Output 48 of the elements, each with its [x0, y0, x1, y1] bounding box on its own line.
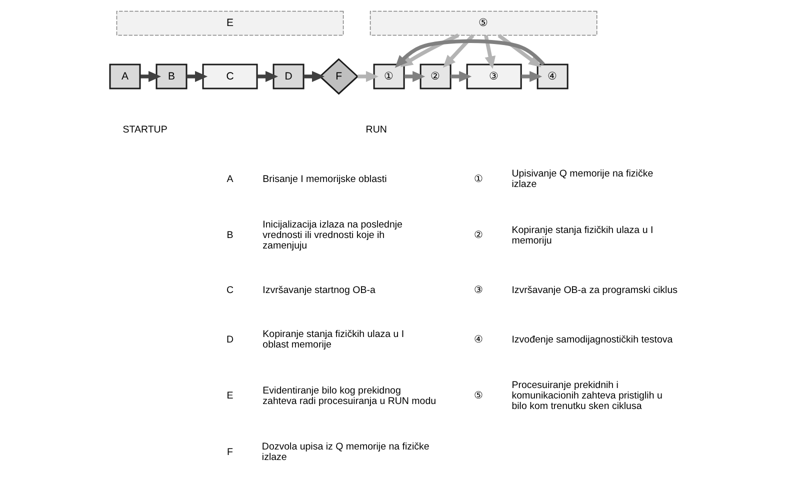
arrow: [400, 34, 460, 68]
label: Inicijalizacija izlaza na poslednje vrednosti ili vrednosti koje ih zamenjuju: [262, 220, 402, 252]
arrow: [498, 34, 542, 68]
arrow: [443, 34, 474, 68]
label: ①: [474, 174, 483, 185]
node-diamond: F: [318, 58, 359, 95]
label: RUN: [366, 124, 387, 136]
arrow: [450, 70, 472, 82]
label: Kopiranje stanja fizičkih ulaza u I memoriju: [512, 224, 654, 246]
node-box: B: [156, 64, 188, 90]
label: B: [226, 230, 234, 242]
arrow: [394, 39, 545, 68]
node-box: ④: [536, 64, 568, 90]
node-box: ⑤: [370, 10, 598, 36]
label: ⑤: [474, 390, 483, 402]
node-box: A: [109, 64, 141, 90]
label: Izvršavanje OB-a za programski ciklus: [512, 284, 678, 296]
label: ②: [474, 230, 483, 242]
label: Dozvola upisa iz Q memorije na fizičke izlaze: [262, 442, 430, 464]
label: STARTUP: [122, 124, 168, 136]
label: Kopiranje stanja fizičkih ulaza u I oblast memorije: [262, 329, 404, 351]
node-box: C: [202, 64, 258, 90]
label: Izvršavanje startnog OB-a: [262, 284, 376, 296]
node-box: ①: [373, 64, 405, 90]
arrow: [484, 35, 496, 69]
label: Upisivanje Q memorije na fizičke izlaze: [512, 168, 654, 190]
label: D: [226, 334, 234, 346]
label: A: [226, 174, 234, 185]
arrow: [257, 70, 278, 82]
label: F: [227, 446, 234, 458]
node-box: E: [116, 10, 344, 36]
arrow: [186, 70, 208, 82]
node-box: ③: [466, 64, 522, 90]
arrow: [358, 70, 379, 82]
arrow: [304, 70, 325, 82]
label: E: [226, 390, 234, 402]
label: ③: [474, 284, 483, 296]
label: Evidentiranje bilo kog prekidnog zahteva radi procesuiranja u RUN modu: [262, 385, 436, 407]
node-box: D: [272, 64, 304, 90]
label: ④: [474, 334, 483, 346]
label: Izvođenje samodijagnostičkih testova: [512, 334, 673, 346]
node-box: ②: [420, 64, 452, 90]
label: C: [226, 284, 234, 296]
arrow: [521, 70, 542, 82]
label: Procesuiranje prekidnih i komunikacionih zahteva pristiglih u bilo kom trenutku sken ciklusa: [512, 380, 662, 412]
arrow: [140, 70, 162, 82]
label: Brisanje I memorijske oblasti: [262, 174, 387, 185]
arrow: [404, 70, 426, 82]
